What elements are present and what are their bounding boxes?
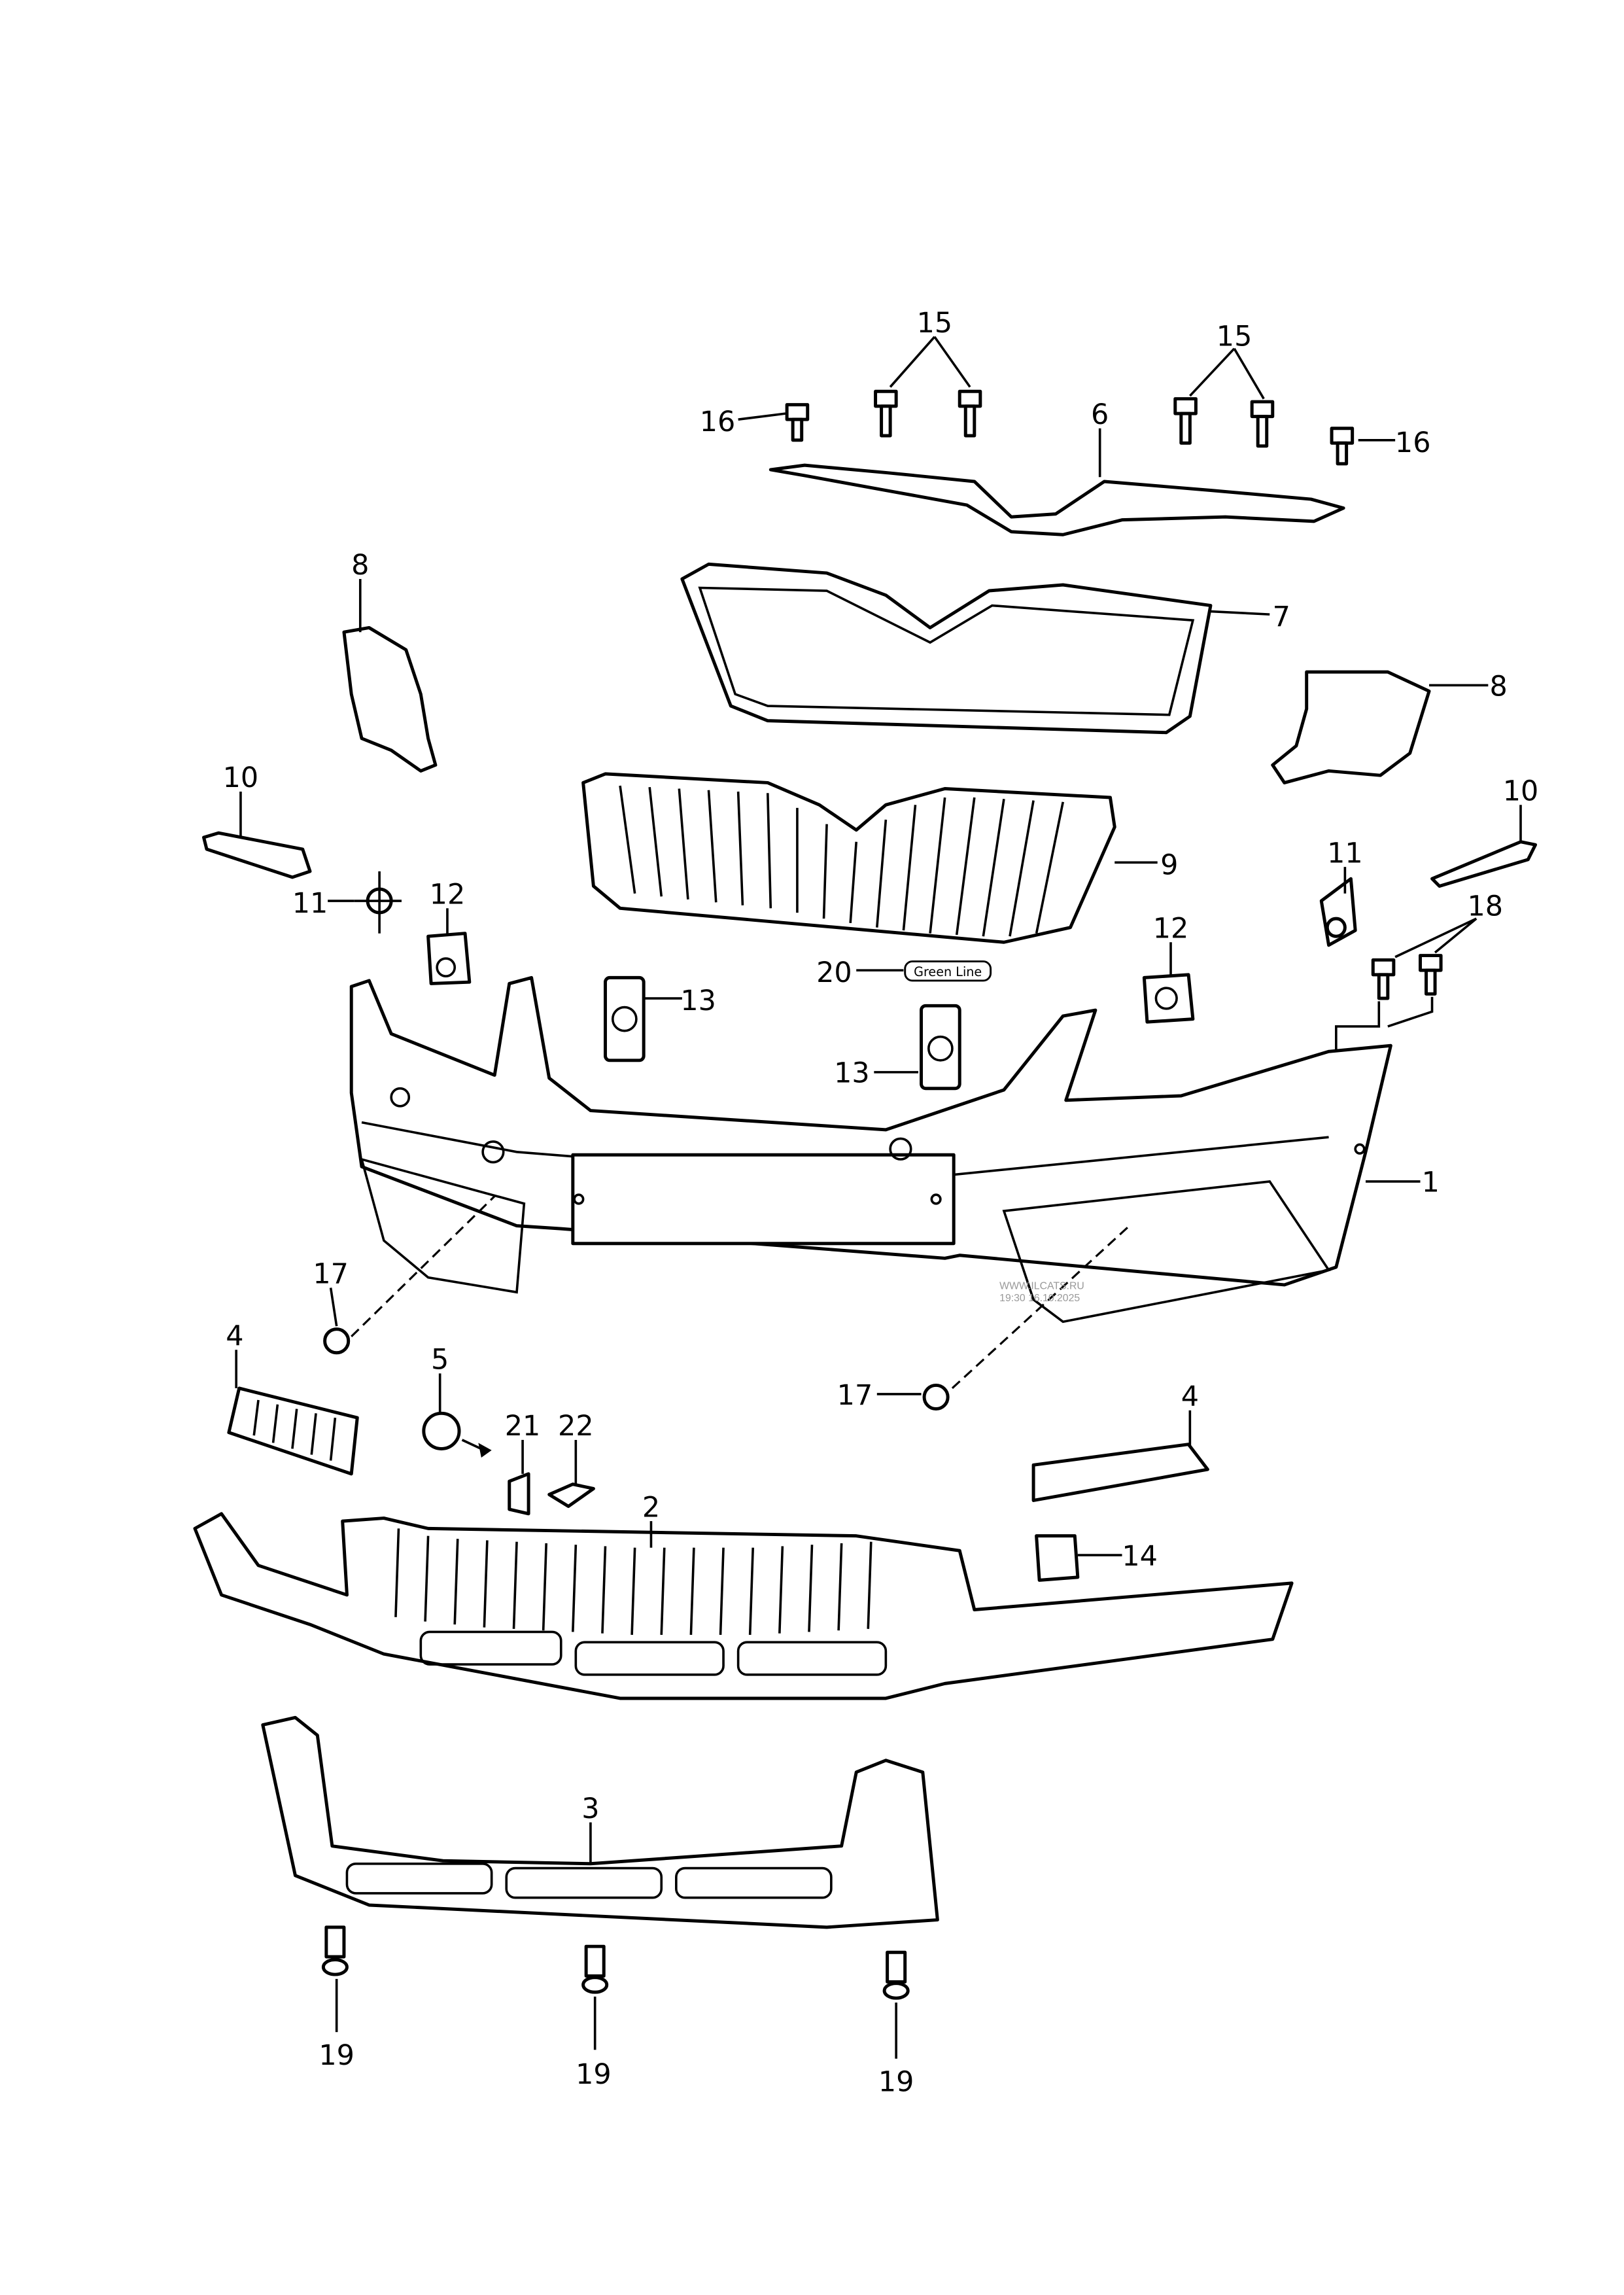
callout-4[interactable]: 4 bbox=[226, 1320, 243, 1352]
part-7-grille-frame bbox=[680, 562, 1213, 735]
callout-11[interactable]: 11 bbox=[292, 887, 328, 920]
part-5-tow-cap bbox=[422, 1411, 461, 1450]
callout-13[interactable]: 13 bbox=[834, 1057, 870, 1090]
part-20-green-line-badge: Green Line bbox=[904, 960, 992, 982]
part-22-pad bbox=[547, 1482, 595, 1509]
callout-14[interactable]: 14 bbox=[1122, 1540, 1158, 1573]
callout-11[interactable]: 11 bbox=[1327, 837, 1363, 869]
callout-3[interactable]: 3 bbox=[581, 1793, 599, 1825]
callout-17[interactable]: 17 bbox=[837, 1379, 873, 1412]
watermark-timestamp: 19:30 16.10.2025 bbox=[999, 1293, 1080, 1304]
part-11-left-clip bbox=[354, 871, 402, 934]
callout-16[interactable]: 16 bbox=[700, 406, 736, 438]
part-4-left-vent bbox=[227, 1386, 359, 1476]
callout-12[interactable]: 12 bbox=[430, 879, 466, 911]
part-8-right-bracket bbox=[1271, 670, 1431, 784]
watermark-url: WWW.ILCATS.RU bbox=[999, 1281, 1084, 1292]
callout-9[interactable]: 9 bbox=[1160, 849, 1178, 881]
callout-18[interactable]: 18 bbox=[1468, 890, 1504, 923]
callout-2[interactable]: 2 bbox=[642, 1491, 660, 1524]
part-21-clip bbox=[508, 1472, 530, 1516]
leader-lines bbox=[235, 336, 1522, 2059]
part-3-lower-spoiler bbox=[261, 1715, 939, 1929]
callout-22[interactable]: 22 bbox=[558, 1410, 594, 1443]
part-14-bracket bbox=[1035, 1534, 1080, 1582]
callout-19[interactable]: 19 bbox=[319, 2039, 354, 2072]
part-11-right-clip bbox=[1319, 877, 1357, 947]
part-13-cover-a bbox=[603, 975, 646, 1062]
callout-21[interactable]: 21 bbox=[505, 1410, 541, 1443]
part-13-cover-b bbox=[920, 1004, 961, 1091]
callout-8[interactable]: 8 bbox=[1489, 670, 1507, 703]
callout-10[interactable]: 10 bbox=[1503, 775, 1539, 808]
callout-15[interactable]: 15 bbox=[917, 307, 953, 340]
callout-16[interactable]: 16 bbox=[1395, 427, 1431, 459]
part-2-lower-bumper bbox=[193, 1512, 1294, 1700]
callout-19[interactable]: 19 bbox=[878, 2065, 914, 2098]
part-4-right-vent bbox=[1031, 1443, 1209, 1502]
part-12-right-cover bbox=[1142, 973, 1195, 1024]
callout-19[interactable]: 19 bbox=[576, 2058, 612, 2091]
callout-7[interactable]: 7 bbox=[1273, 601, 1290, 633]
part-10-right-strip bbox=[1430, 840, 1538, 888]
callout-15[interactable]: 15 bbox=[1217, 320, 1253, 353]
screws bbox=[321, 389, 1443, 2000]
callout-13[interactable]: 13 bbox=[680, 985, 716, 1017]
callout-labels: 15 15 16 16 6 8 7 8 10 10 9 11 11 12 12 … bbox=[223, 307, 1539, 2098]
callout-8[interactable]: 8 bbox=[351, 549, 369, 582]
callout-6[interactable]: 6 bbox=[1091, 398, 1109, 431]
part-9-grille bbox=[581, 772, 1116, 944]
callout-1[interactable]: 1 bbox=[1422, 1166, 1440, 1199]
callout-20[interactable]: 20 bbox=[816, 956, 852, 989]
callout-17[interactable]: 17 bbox=[313, 1258, 349, 1291]
part-10-left-strip bbox=[202, 831, 312, 879]
callout-5[interactable]: 5 bbox=[431, 1344, 449, 1376]
badge-label: Green Line bbox=[914, 964, 982, 979]
callout-12[interactable]: 12 bbox=[1153, 912, 1189, 945]
grille-slats bbox=[619, 785, 1065, 937]
callout-10[interactable]: 10 bbox=[223, 762, 259, 794]
part-8-left-bracket bbox=[342, 625, 438, 773]
callout-4[interactable]: 4 bbox=[1181, 1380, 1199, 1413]
part-6-upper-bracket bbox=[769, 463, 1345, 536]
